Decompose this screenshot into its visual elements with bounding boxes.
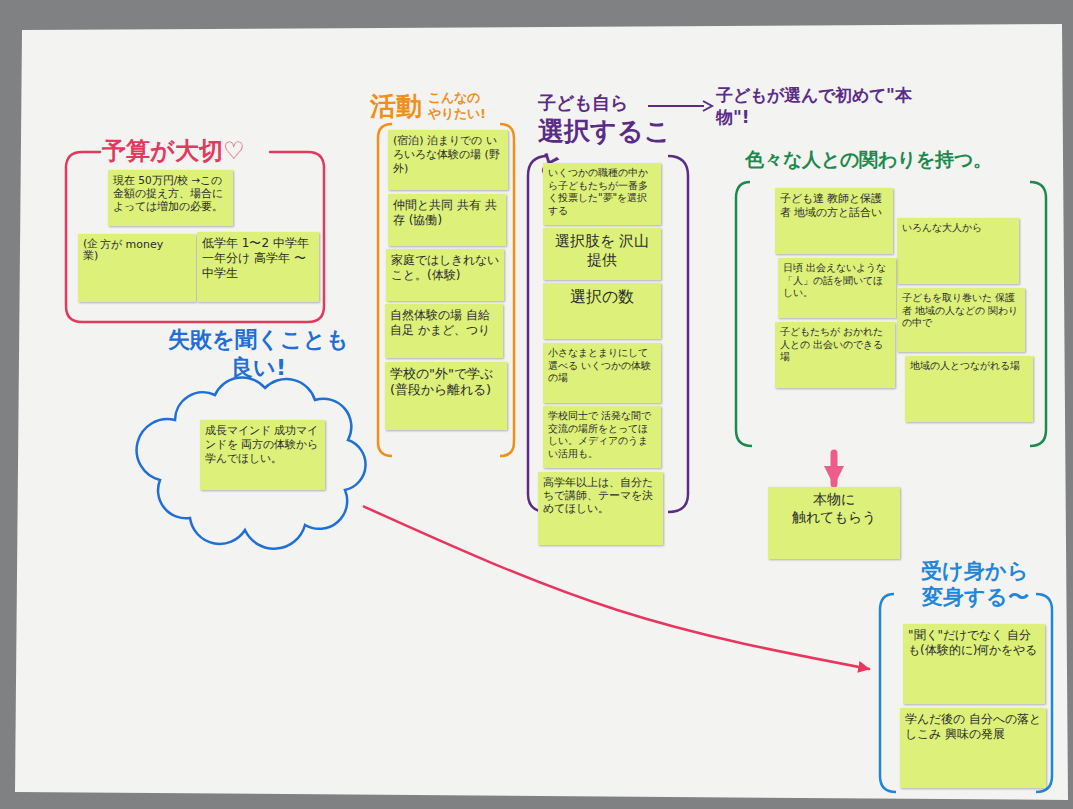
sticky-note: 高学年以上は、自分たちで講師、テーマを決めてほしい。 xyxy=(538,472,663,545)
cloud-outline xyxy=(137,378,366,549)
paper-sheet xyxy=(15,24,1068,800)
group-title: 色々な人との関わりを持つ。 xyxy=(745,148,1045,172)
note-text: 学校同士で 活発な間で 交流の場所をとってほしい。メディアのうまい活用も。 xyxy=(548,410,656,460)
connector-arrow xyxy=(831,453,838,484)
sticky-note: 学んだ後の 自分への落としこみ 興味の発展 xyxy=(900,708,1046,788)
group-title: 子ども自ら xyxy=(538,92,694,115)
note-text: 本物に 触れてもらう xyxy=(773,491,895,526)
sticky-note: 仲間と共同 共有 共存 (協働) xyxy=(388,194,506,246)
sticky-note: 成長マインド 成功マインドを 両方の体験から 学んでほしい。 xyxy=(200,420,325,490)
note-text: 方が money xyxy=(100,238,163,252)
group-title: 受け身から 変身する〜 xyxy=(916,558,1034,611)
group-heading: 受け身から 変身する〜 xyxy=(900,558,1050,611)
bracket-left xyxy=(880,594,896,792)
sticky-note: 日頃 出会えないような「人」の話を聞いてほしい。 xyxy=(778,258,896,318)
note-text: 高学年以上は、自分たちで講師、テーマを決めてほしい。 xyxy=(543,476,658,515)
note-group: 色々な人との関わりを持つ。子ども達 教師と保護者 地域の方と話合いいろんな大人か… xyxy=(730,148,1052,450)
note-text: 子どもを取り巻いた 保護者 地域の人などの 関わりの中で xyxy=(902,292,1020,330)
pointer-line xyxy=(648,105,704,107)
sticky-note: 選択の数 xyxy=(543,283,661,339)
sticky-note: (企業) 方が money xyxy=(78,234,196,302)
group-title: 失敗を聞くことも 良い! xyxy=(164,326,353,381)
sticky-note: いろんな大人から xyxy=(897,218,1019,284)
note-text: 選択肢を 沢山 提供 xyxy=(548,232,656,270)
note-text: いろんな大人から xyxy=(902,222,1014,235)
note-text: 地域の人とつながれる場 xyxy=(910,360,1028,373)
note-text: 成長マインド 成功マインドを 両方の体験から 学んでほしい。 xyxy=(205,424,320,465)
note-group: 子ども自ら選択することいくつかの職種の中から子どもたちが一番多く投票した"夢"を… xyxy=(522,92,694,550)
note-group: 予算が大切♡ 現在 50万円/校 →この金額の捉え方、場合によっては増加の必要。 (… xyxy=(66,136,324,324)
group-title: 予算が大切♡ xyxy=(102,136,272,166)
note-text: いくつかの職種の中から子どもたちが一番多く投票した"夢"を選択する xyxy=(548,167,656,217)
group-title: こんなの やりたい! xyxy=(428,90,500,123)
bracket-left xyxy=(736,182,752,446)
group-heading: 失敗を聞くことも 良い! xyxy=(164,326,350,381)
sticky-note: 地域の人とつながれる場 xyxy=(905,356,1033,422)
note-text: 自然体験の場 自給自足 かまど、つり xyxy=(390,308,498,338)
note-group: 失敗を聞くことも 良い! 成長マインド 成功マインドを 両方の体験から 学んでほし… xyxy=(152,326,362,536)
pointer-head xyxy=(703,101,712,111)
sticky-note: "聞く"だけでなく 自分も(体験的に)何かをやる xyxy=(903,624,1045,704)
bracket-right xyxy=(668,156,688,512)
note-label: 子どもが選んで初めて"本物"! xyxy=(716,84,916,128)
note-text: 日頃 出会えないような「人」の話を聞いてほしい。 xyxy=(783,262,891,300)
note-text: 子どもたちが おかれた人との 出会いのできる場 xyxy=(780,326,890,364)
note-text: 現在 50万円/校 →この金額の捉え方、場合によっては増加の必要。 xyxy=(113,174,228,213)
sticky-note: いくつかの職種の中から子どもたちが一番多く投票した"夢"を選択する xyxy=(543,163,661,225)
sticky-note: 選択肢を 沢山 提供 xyxy=(543,228,661,280)
note-group: 受け身から 変身する〜 "聞く"だけでなく 自分も(体験的に)何かをやる学んだ後の… xyxy=(872,558,1056,794)
note-text: 子ども達 教師と保護者 地域の方と話合い xyxy=(780,192,888,220)
sticky-note: 家庭ではしきれないこと。(体験) xyxy=(386,249,504,301)
group-heading: 予算が大切♡ xyxy=(102,136,272,166)
sticky-note: 現在 50万円/校 →この金額の捉え方、場合によっては増加の必要。 xyxy=(108,170,233,226)
sticky-note: 子どもを取り巻いた 保護者 地域の人などの 関わりの中で xyxy=(897,288,1025,352)
sticky-note: (宿泊) 泊まりでの いろいろな体験の場 (野外) xyxy=(388,130,508,190)
sticky-note: 学校の"外"で学ぶ (普段から離れる) xyxy=(385,362,507,430)
sticky-note: 本物に 触れてもらう xyxy=(768,487,900,559)
note-text: 低学年 1〜2 中学年 一年分け 高学年 〜中学生 xyxy=(202,236,314,281)
note-text: 小さなまとまりにして選べる いくつかの体験の場 xyxy=(548,347,656,385)
note-text: 仲間と共同 共有 共存 (協働) xyxy=(393,198,501,228)
sticky-note: 低学年 1〜2 中学年 一年分け 高学年 〜中学生 xyxy=(197,232,319,302)
note-text: 学校の"外"で学ぶ (普段から離れる) xyxy=(390,366,502,399)
note-text: "聞く"だけでなく 自分も(体験的に)何かをやる xyxy=(908,628,1040,658)
note-text: (企業) xyxy=(83,238,94,262)
budget-frame xyxy=(66,152,324,322)
note-text: (宿泊) 泊まりでの いろいろな体験の場 (野外) xyxy=(393,134,503,175)
sticky-note: 学校同士で 活発な間で 交流の場所をとってほしい。メディアのうまい活用も。 xyxy=(543,406,661,468)
note-text: 家庭ではしきれないこと。(体験) xyxy=(391,253,499,283)
sticky-note: 子ども達 教師と保護者 地域の方と話合い xyxy=(775,188,893,254)
group-heading: 活動こんなの やりたい! xyxy=(370,90,516,123)
group-heading: 色々な人との関わりを持つ。 xyxy=(745,148,1045,172)
note-text: 学んだ後の 自分への落としこみ 興味の発展 xyxy=(905,712,1041,742)
note-text: 選択の数 xyxy=(548,287,656,307)
sticky-note: 小さなまとまりにして選べる いくつかの体験の場 xyxy=(543,343,661,403)
sticky-note: 子どもたちが おかれた人との 出会いのできる場 xyxy=(775,322,895,388)
sticky-note: 自然体験の場 自給自足 かまど、つり xyxy=(385,304,503,358)
note-group: 活動こんなの やりたい! (宿泊) 泊まりでの いろいろな体験の場 (野外) 仲間と… xyxy=(362,90,520,462)
group-title: 活動 xyxy=(370,90,422,123)
